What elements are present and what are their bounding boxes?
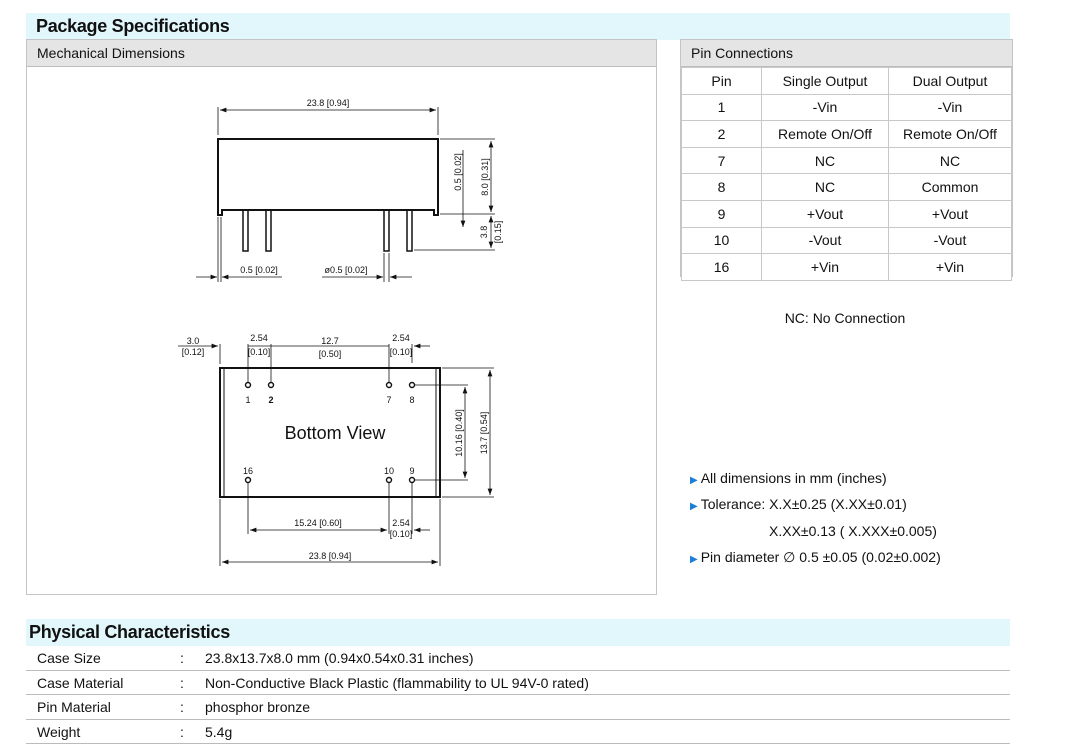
dim-edge: 3.0 bbox=[187, 336, 200, 346]
cell: Common bbox=[888, 173, 1012, 201]
dim-standoff: 0.5 [0.02] bbox=[453, 153, 463, 191]
dim-pin-diameter: ø0.5 [0.02] bbox=[324, 265, 367, 275]
pin-label-7: 7 bbox=[386, 395, 391, 405]
row-label: Case Material bbox=[37, 674, 124, 691]
separator: : bbox=[180, 674, 184, 691]
cell: +Vout bbox=[761, 199, 889, 228]
row-value: 23.8x13.7x8.0 mm (0.94x0.54x0.31 inches) bbox=[205, 650, 474, 666]
row-value: Non-Conductive Black Plastic (flammabili… bbox=[205, 674, 589, 691]
dim-depth: 13.7 [0.54] bbox=[479, 412, 489, 455]
pin-label-8: 8 bbox=[409, 395, 414, 405]
dim-p12-in: [0.10] bbox=[248, 347, 271, 357]
dim-p10-9-in: [0.10] bbox=[390, 529, 413, 539]
cell: +Vout bbox=[888, 199, 1012, 228]
table-row: Case Material: Non-Conductive Black Plast… bbox=[26, 671, 1010, 695]
cell: -Vin bbox=[888, 93, 1012, 122]
cell: -Vout bbox=[761, 226, 889, 255]
pin-connections-panel: Pin Connections Pin Single Output Dual O… bbox=[680, 39, 1013, 281]
package-specifications-header: Package Specifications bbox=[26, 13, 1010, 40]
cell: NC bbox=[888, 146, 1012, 175]
row-value: phosphor bronze bbox=[205, 699, 311, 715]
cell: +Vin bbox=[888, 253, 1012, 281]
note-item: ▶Pin diameter ∅ 0.5 ±0.05 (0.02±0.002) bbox=[690, 549, 941, 566]
row-label: Case Size bbox=[37, 650, 101, 666]
table-header-row: Pin Single Output Dual Output bbox=[681, 67, 1012, 95]
note-text: All dimensions in mm (inches) bbox=[700, 470, 887, 486]
dim-p78: 2.54 bbox=[392, 333, 410, 343]
bullet-triangle-icon: ▶ bbox=[690, 554, 698, 565]
cell: 9 bbox=[681, 199, 762, 228]
pin-connections-title: Pin Connections bbox=[681, 40, 1012, 67]
table-row: Pin Material: phosphor bronze bbox=[26, 695, 1010, 720]
cell: 16 bbox=[681, 253, 762, 281]
note-item: ▶All dimensions in mm (inches) bbox=[690, 470, 887, 486]
dim-notch: 0.5 [0.02] bbox=[240, 265, 278, 275]
dim-p16-10: 15.24 [0.60] bbox=[294, 518, 342, 528]
row-value: 5.4g bbox=[205, 723, 233, 740]
row-label: Weight bbox=[37, 723, 81, 740]
bullet-triangle-icon: ▶ bbox=[690, 475, 698, 486]
table-row: 10-Vout-Vout bbox=[681, 226, 1012, 255]
separator: : bbox=[180, 723, 184, 740]
bullet-triangle-icon: ▶ bbox=[690, 501, 698, 512]
cell: -Vout bbox=[888, 226, 1012, 255]
pin-label-1: 1 bbox=[245, 395, 250, 405]
mechanical-dimensions-panel: Mechanical Dimensions bbox=[26, 39, 657, 595]
bottom-view-label: Bottom View bbox=[285, 423, 387, 443]
dim-height: 8.0 [0.31] bbox=[480, 158, 490, 196]
dim-p27: 12.7 bbox=[321, 336, 339, 346]
dim-row-spacing: 10.16 [0.40] bbox=[454, 409, 464, 457]
separator: : bbox=[180, 650, 184, 666]
pin-label-10: 10 bbox=[384, 466, 394, 476]
cell: 10 bbox=[681, 226, 762, 255]
physical-characteristics-header: Physical Characteristics bbox=[26, 619, 1010, 646]
pin-connections-table: Pin Single Output Dual Output 1-Vin-Vin … bbox=[681, 67, 1012, 281]
separator: : bbox=[180, 699, 184, 715]
dim-pin-length-in: [0.15] bbox=[493, 221, 503, 244]
cell: -Vin bbox=[761, 93, 889, 122]
dim-p12: 2.54 bbox=[250, 333, 268, 343]
cell: 7 bbox=[681, 146, 762, 175]
pin-label-16: 16 bbox=[243, 466, 253, 476]
cell: +Vin bbox=[761, 253, 889, 281]
table-row: Weight: 5.4g bbox=[26, 720, 1010, 744]
cell: NC bbox=[761, 173, 889, 201]
dim-p10-9: 2.54 bbox=[392, 518, 410, 528]
column-header: Dual Output bbox=[888, 67, 1012, 95]
note-text: Tolerance: X.X±0.25 (X.XX±0.01) bbox=[700, 496, 907, 512]
dim-pin-length: 3.8 bbox=[479, 226, 489, 239]
cell: Remote On/Off bbox=[761, 120, 889, 148]
cell: 2 bbox=[681, 120, 762, 148]
top-view: 23.8 [0.94] 0.5 [0.02] 8.0 [0.31] 3.8 [0… bbox=[196, 98, 503, 282]
cell: 8 bbox=[681, 173, 762, 201]
row-label: Pin Material bbox=[37, 699, 111, 715]
column-header: Pin bbox=[681, 67, 762, 95]
note-item: X.XX±0.13 ( X.XXX±0.005) bbox=[769, 523, 937, 539]
column-header: Single Output bbox=[761, 67, 889, 95]
cell: 1 bbox=[681, 93, 762, 122]
dim-edge-in: [0.12] bbox=[182, 347, 205, 357]
table-row: Case Size: 23.8x13.7x8.0 mm (0.94x0.54x0.… bbox=[26, 646, 1010, 671]
table-row: 16+Vin+Vin bbox=[681, 253, 1012, 281]
note-text: Pin diameter ∅ 0.5 ±0.05 (0.02±0.002) bbox=[700, 549, 941, 565]
pin-label-2: 2 bbox=[268, 395, 273, 405]
dim-width: 23.8 [0.94] bbox=[307, 98, 350, 108]
bottom-view: Bottom View 1 2 7 8 16 10 9 3.0 [0.12] 2… bbox=[178, 333, 494, 566]
table-row: 9+Vout+Vout bbox=[681, 199, 1012, 228]
note-item: ▶Tolerance: X.X±0.25 (X.XX±0.01) bbox=[690, 496, 907, 512]
pin-label-9: 9 bbox=[409, 466, 414, 476]
table-row: 1-Vin-Vin bbox=[681, 93, 1012, 122]
dim-p78-in: [0.10] bbox=[390, 347, 413, 357]
cell: Remote On/Off bbox=[888, 120, 1012, 148]
mechanical-dimensions-title: Mechanical Dimensions bbox=[27, 40, 656, 67]
cell: NC bbox=[761, 146, 889, 175]
dim-p27-in: [0.50] bbox=[319, 349, 342, 359]
dim-bottom-width: 23.8 [0.94] bbox=[309, 551, 352, 561]
nc-note: NC: No Connection bbox=[784, 310, 906, 326]
